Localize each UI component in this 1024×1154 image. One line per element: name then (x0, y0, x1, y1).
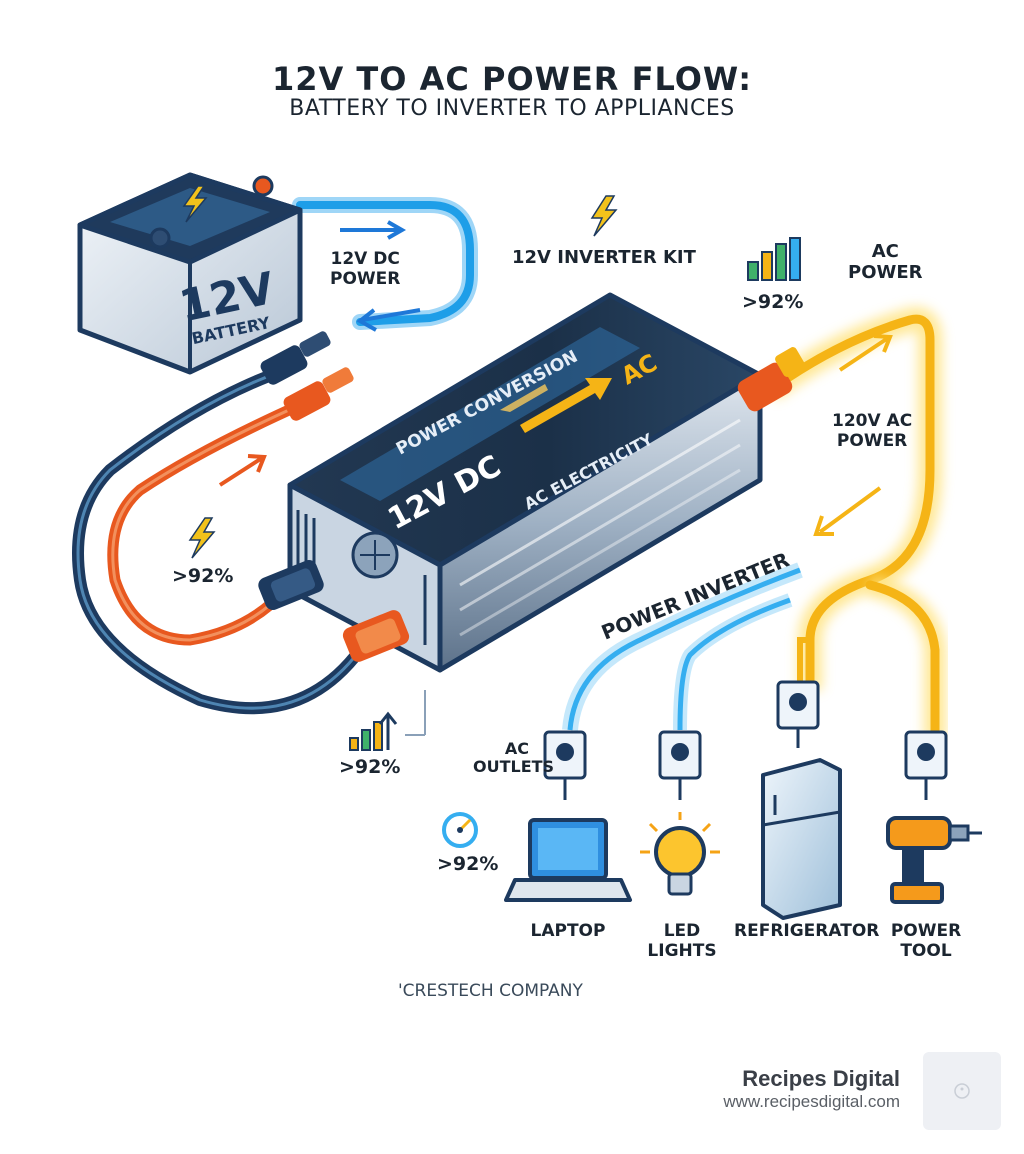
ac-arrow-up (838, 334, 893, 372)
brand-logo-icon (954, 1083, 970, 1099)
efficiency-gauge-label: >92% (437, 853, 499, 875)
diagram-title: 12V TO AC POWER FLOW: (271, 60, 752, 98)
ac-branch-cables (562, 562, 803, 731)
ac-arrow-down (813, 486, 882, 536)
left-lightning-icon (188, 517, 216, 559)
ac-power-cable (763, 307, 946, 745)
efficiency-bottom-label: >92% (339, 756, 401, 778)
company-label: 'CRESTECH COMPANY (398, 981, 583, 1001)
efficiency-left-label: >92% (172, 565, 234, 587)
refrigerator-icon (761, 758, 842, 920)
outlet-laptop (543, 730, 587, 800)
outlet-refrigerator (776, 680, 820, 748)
efficiency-growth-icon (349, 711, 398, 751)
efficiency-top-label: >92% (742, 291, 804, 313)
gauge-icon (442, 812, 478, 848)
dc-arrow-left (356, 308, 421, 332)
flow-arrow-orange (218, 454, 267, 487)
lightbulb-icon (640, 812, 720, 896)
outlet-led (658, 730, 702, 800)
drill-icon (886, 816, 982, 904)
outlet-power-tool (904, 730, 948, 800)
inverter-kit-label: 12V INVERTER KIT (512, 247, 696, 268)
appliance-refrigerator-label: REFRIGERATOR (734, 921, 880, 941)
brand-name: Recipes Digital (742, 1066, 900, 1091)
appliance-laptop-label: LAPTOP (530, 921, 606, 941)
laptop-icon (504, 818, 632, 902)
battery-connectors (260, 331, 354, 421)
dc-arrow-right (340, 220, 407, 240)
kit-lightning-icon (590, 195, 618, 237)
power-inverter-icon (258, 292, 805, 673)
brand-url[interactable]: www.recipesdigital.com (723, 1092, 900, 1111)
diagram-subtitle: BATTERY TO INVERTER TO APPLIANCES (289, 96, 735, 121)
brand-logo (923, 1052, 1001, 1130)
battery-icon (77, 172, 303, 375)
inverter-name: POWER INVERTER (598, 547, 793, 644)
efficiency-bars-icon (747, 237, 801, 281)
dc-power-cable (292, 197, 478, 330)
